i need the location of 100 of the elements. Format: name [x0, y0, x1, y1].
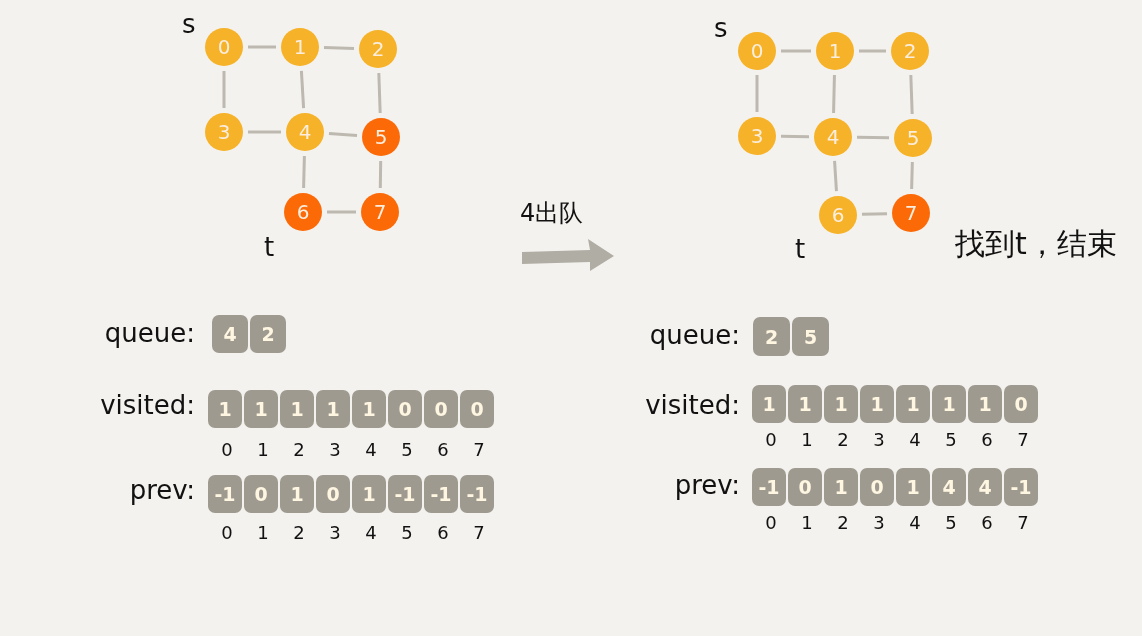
index-number: 7 — [472, 441, 486, 459]
index-number: 0 — [764, 514, 778, 532]
index-number: 1 — [256, 441, 270, 459]
array-name: visited: — [645, 392, 740, 418]
graph-edge — [781, 49, 811, 53]
graph-node: 2 — [359, 30, 397, 68]
array-cell: 2 — [753, 317, 790, 356]
graph-node: 0 — [738, 32, 776, 70]
graph-node: 5 — [894, 119, 932, 157]
index-number: 7 — [1016, 431, 1030, 449]
graph-edge — [755, 75, 759, 112]
node-caption: s — [714, 15, 728, 41]
index-number: 6 — [980, 514, 994, 532]
graph-edge — [781, 134, 809, 139]
graph-edge — [377, 72, 382, 114]
array-name: prev: — [129, 477, 195, 503]
array-cell: 1 — [968, 385, 1002, 423]
index-number: 2 — [292, 524, 306, 542]
array-cell: 1 — [752, 385, 786, 423]
graph-edge — [222, 71, 226, 108]
array-cell: -1 — [460, 475, 494, 513]
array-cell: 1 — [824, 468, 858, 506]
index-number: 3 — [872, 514, 886, 532]
graph-node: 6 — [284, 193, 322, 231]
graph-node: 7 — [361, 193, 399, 231]
result-note: 找到t，结束 — [955, 229, 1117, 259]
arrow-label: 4出队 — [520, 201, 584, 225]
graph-edge — [327, 210, 356, 214]
array-cell: 1 — [932, 385, 966, 423]
array-cell: 1 — [208, 390, 242, 428]
array-cell: 1 — [860, 385, 894, 423]
graph-node: 1 — [816, 32, 854, 70]
array-cell: 1 — [244, 390, 278, 428]
index-number: 7 — [472, 524, 486, 542]
array-cell: 1 — [788, 385, 822, 423]
graph-edge — [833, 160, 838, 192]
graph-node: 4 — [286, 113, 324, 151]
index-number: 0 — [764, 431, 778, 449]
array-cell: -1 — [388, 475, 422, 513]
node-caption: t — [264, 234, 275, 260]
index-number: 6 — [436, 524, 450, 542]
array-name: queue: — [649, 322, 740, 348]
index-number: 1 — [256, 524, 270, 542]
index-number: 2 — [292, 441, 306, 459]
graph-edge — [856, 135, 890, 140]
index-number: 2 — [836, 514, 850, 532]
array-cell: 4 — [212, 315, 248, 353]
index-number: 4 — [364, 441, 378, 459]
graph-edge — [248, 130, 281, 134]
array-cell: 1 — [352, 475, 386, 513]
index-number: 6 — [436, 441, 450, 459]
array-cell: 1 — [280, 390, 314, 428]
index-number: 0 — [220, 441, 234, 459]
index-number: 5 — [400, 441, 414, 459]
array-cell: 1 — [352, 390, 386, 428]
graph-edge — [299, 70, 306, 109]
index-number: 4 — [364, 524, 378, 542]
array-cell: -1 — [424, 475, 458, 513]
array-cell: 4 — [932, 468, 966, 506]
graph-node: 3 — [738, 117, 776, 155]
array-cell: 5 — [792, 317, 829, 356]
graph-edge — [248, 45, 276, 49]
index-number: 5 — [400, 524, 414, 542]
array-cell: 0 — [460, 390, 494, 428]
graph-node: 1 — [281, 28, 319, 66]
graph-node: 2 — [891, 32, 929, 70]
index-number: 3 — [328, 441, 342, 459]
node-caption: t — [795, 236, 806, 262]
graph-edge — [910, 161, 914, 190]
array-cell: 0 — [860, 468, 894, 506]
graph-edge — [323, 46, 355, 50]
index-number: 7 — [1016, 514, 1030, 532]
array-name: prev: — [674, 472, 740, 498]
array-cell: 1 — [280, 475, 314, 513]
index-number: 5 — [944, 431, 958, 449]
array-cell: 0 — [1004, 385, 1038, 423]
array-name: queue: — [104, 320, 195, 346]
graph-edge — [378, 160, 383, 189]
graph-node: 3 — [205, 113, 243, 151]
graph-node: 4 — [814, 118, 852, 156]
graph-node: 5 — [362, 118, 400, 156]
array-cell: 1 — [824, 385, 858, 423]
index-number: 3 — [328, 524, 342, 542]
index-number: 0 — [220, 524, 234, 542]
index-number: 1 — [800, 431, 814, 449]
array-cell: 0 — [388, 390, 422, 428]
array-cell: 0 — [244, 475, 278, 513]
index-number: 5 — [944, 514, 958, 532]
graph-edge — [909, 74, 914, 115]
graph-edge — [861, 212, 888, 216]
index-number: 6 — [980, 431, 994, 449]
node-caption: s — [182, 11, 196, 37]
array-cell: 0 — [788, 468, 822, 506]
index-number: 4 — [908, 431, 922, 449]
array-cell: 0 — [424, 390, 458, 428]
index-number: 2 — [836, 431, 850, 449]
array-cell: 0 — [316, 475, 350, 513]
graph-node: 6 — [819, 196, 857, 234]
array-cell: 1 — [896, 385, 930, 423]
index-number: 1 — [800, 514, 814, 532]
